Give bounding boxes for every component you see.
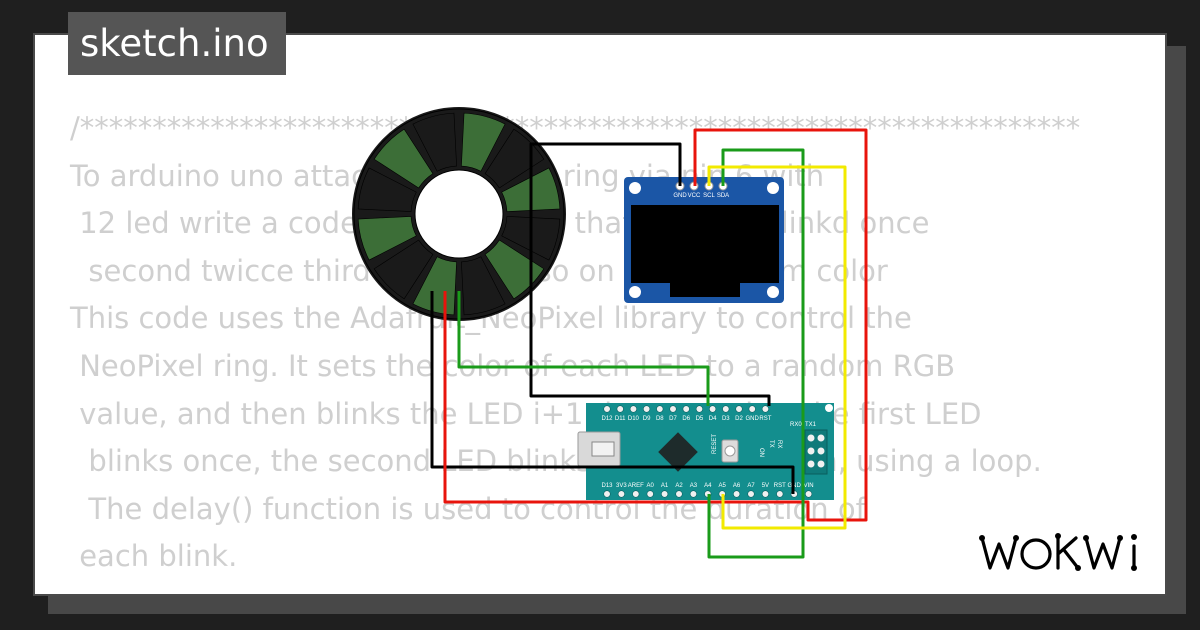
wokwi-logo[interactable] [978,530,1148,574]
nano-top-pin-label: D10 [628,416,640,422]
nano-bottom-pin-label: D13 [601,483,613,489]
nano-bottom-pin[interactable] [804,490,813,498]
nano-top-pin[interactable] [603,405,611,413]
oled-display[interactable]: GND VCC SCL SDA [624,177,784,303]
oled-pin-label-sda: SDA [717,193,729,199]
wire-black-gnd-oled [529,142,771,406]
nano-top-pin[interactable] [642,405,651,413]
nano-top-pin[interactable] [616,405,624,413]
oled-pin-label-gnd: GND [673,193,687,199]
nano-bottom-pin-label: RST [774,483,786,489]
nano-bottom-pin[interactable] [617,490,626,498]
nano-top-pin-label: D11 [615,416,626,422]
wire-yellow-scl [707,165,847,530]
nano-bottom-pin-label: A0 [647,483,655,489]
wires[interactable] [430,128,868,559]
nano-bottom-pin[interactable] [776,490,784,498]
nano-top-pin-label: D6 [682,416,690,422]
nano-top-pin-label: RST [759,416,771,422]
icsp-pin [807,460,815,468]
nano-top-pin[interactable] [682,405,690,413]
nano-bottom-pin-label: A1 [661,483,669,489]
code-line: NeoPixel ring. It sets the color of each… [70,348,956,383]
nano-top-pin[interactable] [669,405,677,413]
wire-black-gnd-ring [430,291,795,494]
nano-top-pin[interactable] [656,405,664,413]
neopixel-led [357,167,417,212]
nano-bottom-pin[interactable] [747,490,755,498]
nano-bottom-pin[interactable] [646,490,654,498]
neopixel-led [373,128,434,189]
nano-bottom-pin[interactable] [632,490,640,498]
code-line: /***************************************… [70,111,1081,145]
code-line: This code uses the Adafruit_NeoPixel lib… [70,301,912,336]
neopixel-led [484,128,545,189]
nano-top-pin[interactable] [722,405,730,413]
wire-green-sda [707,148,805,559]
nano-bottom-pin[interactable] [675,490,683,498]
nano-top-pin[interactable] [748,405,756,413]
nano-bottom-pin[interactable] [761,490,770,498]
file-tab[interactable]: sketch.ino [68,12,286,75]
neopixel-led [373,239,434,300]
nano-top-pin[interactable] [708,405,717,413]
reset-label: RESET [712,434,718,454]
neopixel-led [461,112,506,172]
nano-top-pin-label: D8 [656,416,664,422]
nano-bottom-pin-label: 5V [762,483,769,489]
nano-bottom-pin-label: A7 [747,483,755,489]
tx-led-label: TX [768,440,774,448]
nano-bottom-pin-label: VIN [804,483,814,489]
nano-top-pin-label: D7 [669,416,677,422]
neopixel-led [412,112,457,172]
icsp-pin [817,434,825,442]
icsp-pin [817,460,825,468]
nano-bottom-pin-label: AREF [628,483,644,489]
nano-bottom-pin[interactable] [603,490,611,498]
nano-bottom-pin-label: 3V3 [616,483,627,489]
nano-top-pin-label: D9 [643,416,651,422]
oled-screen [631,205,779,283]
nano-top-pin-label: D3 [722,416,730,422]
nano-bottom-pin[interactable] [660,490,669,498]
nano-bottom-pin-label: GND [788,483,802,489]
icsp-pin [807,434,815,442]
code-line: each blink. [70,539,238,574]
rx0-label: RX0 [790,422,802,428]
nano-top-pin-label: GND [746,416,760,422]
neopixel-led [461,256,506,316]
icsp-pin [807,447,815,455]
nano-top-pin-label: D4 [709,416,717,422]
nano-top-pin[interactable] [735,405,743,413]
nano-bottom-pin[interactable] [689,490,698,498]
microcontroller-chip [658,432,698,472]
wire-green-data-ring [457,291,710,406]
nano-top-pin[interactable] [629,405,638,413]
nano-top-pin[interactable] [761,405,770,413]
nano-bottom-pin-label: A2 [675,483,683,489]
nano-top-pin-label: D2 [735,416,743,422]
on-led-label: ON [758,448,764,457]
nano-bottom-pin-label: A3 [690,483,698,489]
nano-bottom-pin-label: A4 [704,483,712,489]
oled-pin-label-vcc: VCC [688,193,701,199]
code-line: blinks once, the second LED blinks twice… [70,444,1042,479]
icsp-pin [817,447,825,455]
nano-top-pin-label: D5 [696,416,704,422]
wire-red-vcc-ring [443,128,868,522]
nano-bottom-pin-label: A5 [719,483,727,489]
tx1-label: TX1 [805,422,817,428]
rx-led-label: RX [776,440,782,448]
neopixel-led [484,239,545,300]
oled-pin-label-scl: SCL [703,193,715,199]
nano-bottom-pin[interactable] [732,490,741,498]
nano-bottom-pin-label: A6 [733,483,741,489]
neopixel-led [357,216,417,261]
nano-top-pin[interactable] [695,405,704,413]
nano-top-pin-label: D12 [601,416,613,422]
